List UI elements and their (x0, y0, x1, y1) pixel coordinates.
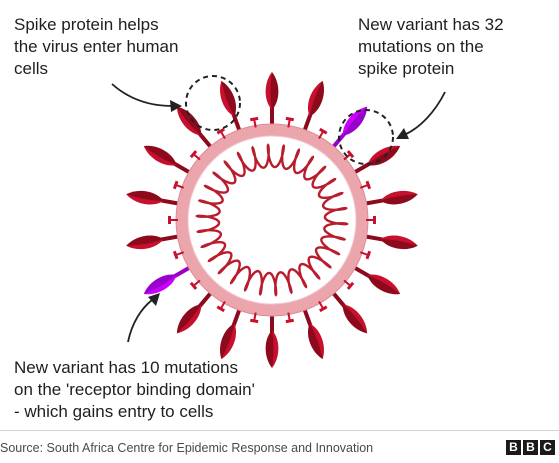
spike (347, 262, 401, 295)
spike (358, 190, 418, 207)
curved-arrow-icon (127, 293, 160, 343)
spike-head-right (367, 275, 401, 295)
membrane-bump (318, 127, 328, 140)
membrane-bump (250, 312, 259, 324)
membrane-ring (176, 124, 368, 316)
membrane-bump (168, 216, 178, 224)
membrane-bump (285, 312, 294, 324)
annotation-line: New variant has 32 (358, 15, 504, 34)
spike-head-right (126, 190, 164, 201)
membrane-bump (189, 150, 201, 161)
dashed-circle-icon (338, 109, 394, 165)
spike-head-right (307, 323, 323, 360)
spike-head-right (367, 146, 401, 166)
spike-head-right (220, 323, 235, 360)
spike (126, 190, 186, 207)
callout-circles (185, 75, 394, 165)
curved-arrow-icon (396, 91, 446, 139)
spike-head-right (342, 106, 368, 136)
membrane-inner-edge (187, 135, 357, 305)
spike-head-right (309, 80, 324, 117)
spike-proteins (126, 72, 418, 368)
spike (347, 145, 401, 178)
spike-head-right (380, 194, 418, 205)
annotation-line: - which gains entry to cells (14, 402, 214, 421)
mutated-spike (327, 106, 368, 154)
spike-mutations-annotation: New variant has 32 mutations on the spik… (358, 14, 504, 80)
membrane-bump (343, 150, 355, 161)
membrane-bump (216, 127, 226, 140)
spike-head-right (143, 274, 177, 294)
rna-coil (195, 143, 349, 297)
bbc-logo: B B C (506, 440, 555, 455)
spike-head-right (143, 145, 177, 165)
logo-letter: B (506, 440, 521, 455)
spike-head-right (126, 235, 164, 246)
receptor-binding-annotation: New variant has 10 mutations on the 'rec… (14, 357, 255, 423)
annotation-line: the virus enter human (14, 37, 179, 56)
spike (358, 233, 418, 250)
spike (265, 72, 279, 132)
spike (176, 286, 217, 334)
annotation-line: on the 'receptor binding domain' (14, 380, 255, 399)
annotation-line: cells (14, 59, 49, 78)
annotation-line: New variant has 10 mutations (14, 358, 238, 377)
spike-stalk (270, 308, 274, 350)
spike (220, 302, 244, 360)
membrane-bump (216, 300, 226, 313)
curved-arrow-icon (111, 83, 182, 112)
spike-head-right (176, 304, 202, 334)
membrane-bump (285, 116, 294, 128)
spike (176, 106, 217, 154)
membrane-bump (318, 300, 328, 313)
dashed-circle-icon (185, 75, 241, 131)
annotation-line: Spike protein helps (14, 15, 159, 34)
annotation-line: spike protein (358, 59, 455, 78)
membrane-bump (359, 180, 372, 190)
footer: Source: South Africa Centre for Epidemic… (0, 430, 559, 463)
spike (265, 308, 279, 368)
spike-head-right (221, 80, 237, 117)
membrane-proteins (168, 116, 376, 324)
spike-stalk (270, 90, 274, 132)
spike-head-right (380, 239, 418, 250)
membrane-bump (172, 180, 185, 190)
membrane-bump (366, 216, 376, 224)
annotation-line: mutations on the (358, 37, 484, 56)
spike-head-left (176, 304, 202, 334)
spike-head-right (270, 72, 279, 110)
spike-head-right (176, 106, 202, 136)
spike (220, 80, 244, 138)
membrane-bump (172, 250, 185, 260)
mutated-spike (143, 262, 197, 295)
spike (143, 145, 197, 178)
viral-membrane (175, 123, 369, 317)
logo-letter: C (540, 440, 555, 455)
annotation-arrows (111, 83, 446, 343)
source-credit: Source: South Africa Centre for Epidemic… (0, 441, 374, 455)
spike-head-right (265, 330, 274, 368)
spike-head-left (342, 304, 368, 334)
spike (126, 233, 186, 250)
spike (300, 80, 324, 138)
spike-head-right (342, 304, 368, 334)
spike (327, 286, 368, 334)
logo-letter: B (523, 440, 538, 455)
spike-head-left (342, 106, 368, 136)
membrane-bump (189, 279, 201, 290)
membrane-bump (343, 279, 355, 290)
membrane-bump (359, 250, 372, 260)
membrane-bump (250, 116, 259, 128)
spike-protein-annotation: Spike protein helps the virus enter huma… (14, 14, 178, 80)
spike (300, 302, 324, 360)
